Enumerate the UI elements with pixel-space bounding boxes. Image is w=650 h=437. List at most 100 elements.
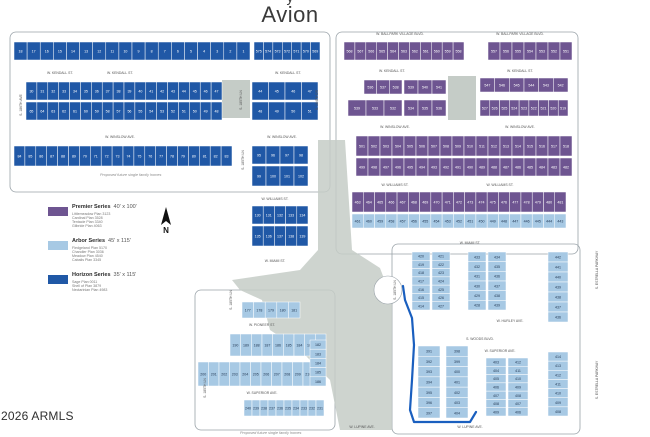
lot-number: 210 (305, 373, 311, 377)
street-label: S. 185TH LN (229, 290, 233, 310)
lot-number: 80 (192, 155, 196, 159)
lot-number: 238 (261, 407, 267, 411)
lot-number: 82 (214, 155, 218, 159)
lot-number: 5 (190, 50, 192, 54)
lot (301, 101, 319, 121)
lot-number: 45 (275, 90, 279, 94)
lot-number: 532 (390, 107, 396, 111)
lot-number: 49 (204, 110, 208, 114)
lot-number: 4 (203, 50, 205, 54)
legend-name-premier: Premier Series (72, 204, 111, 210)
street-label: W. SUPERIOR AVE. (247, 391, 278, 395)
lot-number: 573 (275, 50, 281, 54)
lot (293, 145, 309, 165)
legend-line: Gilbride Plan 4063 (72, 224, 102, 228)
lot-number: 97 (285, 154, 289, 158)
lot-number: 506 (419, 145, 425, 149)
lot (557, 99, 569, 117)
lot-number: 454 (433, 220, 439, 224)
lot-number: 102 (298, 175, 304, 179)
lot (288, 301, 301, 319)
street-label: W. LUPINE AVE. (457, 425, 482, 429)
lot-number: 483 (551, 166, 557, 170)
lot-number: 499 (359, 166, 365, 170)
lot (452, 41, 465, 61)
lot-number: 544 (528, 84, 534, 88)
lot-number: 391 (426, 350, 432, 354)
lot-number: 11 (110, 50, 114, 54)
street-label: W. WINSLOW AVE. (505, 125, 535, 129)
lot-number: 458 (388, 220, 394, 224)
lot-number: 430 (474, 284, 480, 288)
lot-number: 429 (474, 294, 480, 298)
lot-number: 562 (412, 50, 418, 54)
lot-number: 438 (555, 296, 561, 300)
lot-number: 481 (557, 201, 563, 205)
street-label: S. 184TH DR (315, 89, 319, 110)
street-label: W. WILLIAMS ST. (382, 183, 409, 187)
lot-number: 72 (105, 155, 109, 159)
lot-number: 495 (407, 166, 413, 170)
lot-number: 16 (45, 50, 49, 54)
lot-number: 133 (288, 214, 294, 218)
lot-number: 411 (555, 383, 561, 387)
lot-number: 2 (229, 50, 231, 54)
lot-number: 539 (354, 107, 360, 111)
lot-number: 420 (418, 255, 424, 259)
street-label: W. KENDALL ST. (275, 71, 301, 75)
lot-number: 180 (280, 309, 286, 313)
lot-number: 73 (116, 155, 120, 159)
lot-number: 231 (317, 407, 323, 411)
lot-number: 32 (51, 90, 55, 94)
lot-number: 48 (258, 110, 262, 114)
lot-number: 392 (426, 360, 432, 364)
lot-number: 408 (555, 410, 561, 414)
lot-number: 449 (490, 220, 496, 224)
lot-number: 186 (275, 344, 281, 348)
lot-number: 456 (411, 220, 417, 224)
street-label: W. BALLPARK VILLAGE BLVD. (376, 32, 424, 36)
lot (507, 407, 529, 417)
street-label: W. BALLPARK VILLAGE BLVD. (496, 32, 544, 36)
street-label: S. 185TH LN (241, 150, 245, 170)
lot-number: 42 (160, 90, 164, 94)
lot (383, 99, 403, 117)
lot-number: 74 (126, 155, 130, 159)
lot-number: 409 (555, 401, 561, 405)
street-label: S. 185TH LN (393, 280, 397, 300)
lot (310, 41, 321, 61)
lot-number: 58 (106, 110, 110, 114)
lot-number: 522 (531, 107, 537, 111)
lot-number: 482 (563, 166, 569, 170)
lot-number: 450 (479, 220, 485, 224)
lot-number: 14 (71, 50, 75, 54)
lot-number: 408 (515, 394, 521, 398)
lot-number: 428 (474, 304, 480, 308)
lot-number: 436 (555, 316, 561, 320)
legend-line: Meadow Plan 4540 (72, 254, 103, 258)
lot-number: 394 (426, 381, 432, 385)
lot (559, 157, 573, 177)
lot-number: 39 (127, 90, 131, 94)
lot-number: 471 (445, 201, 451, 205)
lot-number: 44 (258, 90, 262, 94)
lot-number: 552 (551, 50, 557, 54)
lot (547, 406, 569, 417)
lot-number: 178 (256, 309, 262, 313)
lot-number: 201 (211, 373, 217, 377)
lot-number: 411 (515, 369, 521, 373)
lot-number: 505 (407, 145, 413, 149)
lot-number: 492 (443, 166, 449, 170)
lot-number: 447 (512, 220, 518, 224)
lot-number: 542 (558, 84, 564, 88)
lot-number: 55 (138, 110, 142, 114)
lot-number: 557 (491, 50, 497, 54)
lot-number: 185 (286, 344, 292, 348)
street-label: W. WILLIAMS ST. (487, 183, 514, 187)
lot-number: 407 (515, 402, 521, 406)
lot-number: 474 (479, 201, 485, 205)
lot-number: 427 (438, 304, 444, 308)
lot-number: 534 (408, 107, 414, 111)
